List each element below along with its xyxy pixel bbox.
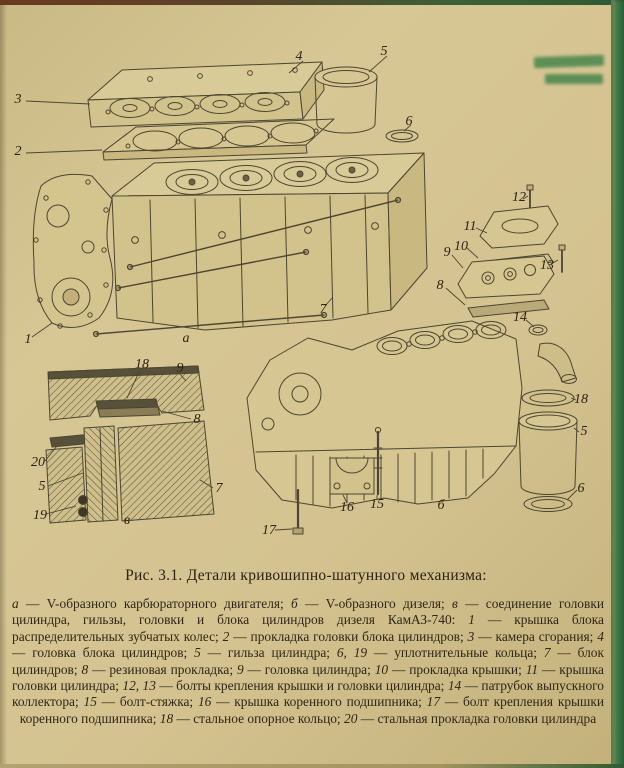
callout-label-a: а: [182, 331, 190, 346]
callout-8c: 8: [193, 412, 201, 427]
legend-item: в — соединение головки цилиндра, гильзы,…: [12, 596, 604, 628]
callout-14: 14: [513, 310, 527, 325]
callout-12: 12: [512, 190, 526, 205]
legend-item: 2 — прокладка головки блока цилиндров;: [222, 628, 468, 644]
callout-11: 11: [463, 219, 477, 234]
legend-item: 7 — блок цилиндров;: [12, 645, 605, 677]
legend-item: 17 — болт крепления крышки коренного под…: [19, 694, 605, 726]
cylinder-block-part: [111, 152, 428, 331]
callout-18c: 18: [135, 357, 149, 372]
timing-cover-part: [32, 173, 114, 329]
page-edge-bottom: [0, 764, 624, 768]
cylinder-liner-part: [314, 66, 419, 143]
head-gasket-part: [102, 118, 335, 161]
page-edge-left: [0, 0, 7, 768]
callout-17: 17: [262, 523, 276, 538]
legend-item: 9 — головка цилиндра;: [236, 661, 375, 677]
callout-5b: 5: [580, 424, 588, 439]
callout-3: 3: [14, 92, 22, 107]
legend-item: 11 — крышка головки цилиндра;: [12, 661, 605, 694]
callout-1: 1: [24, 332, 32, 347]
legend-item: 6, 19 — уплотнительные кольца;: [336, 645, 544, 661]
callout-18b: 18: [574, 392, 588, 407]
callout-9b: 9: [443, 245, 451, 260]
legend-item: 4 — головка блока цилиндров;: [12, 628, 604, 661]
callout-7c: 7: [215, 481, 223, 496]
callout-6a: 6: [405, 114, 413, 129]
callout-19: 19: [33, 508, 47, 523]
callout-5c: 5: [38, 479, 46, 494]
callout-20: 20: [31, 455, 45, 470]
callout-10: 10: [454, 239, 468, 254]
page-edge-top: [0, 0, 624, 5]
leader-lines: [25, 55, 580, 531]
callout-5a: 5: [380, 44, 388, 59]
callout-8b: 8: [436, 278, 444, 293]
callout-9c: 9: [176, 361, 184, 376]
callout-13: 13: [540, 258, 554, 273]
page-edge-right: [611, 0, 624, 768]
figure-legend: а — V-образного карбюраторного двигателя…: [12, 596, 604, 727]
liner-column-part: [518, 389, 578, 512]
callout-16: 16: [340, 500, 354, 515]
legend-item: 10 — прокладка крышки;: [374, 661, 526, 677]
legend-item: 20 — стальная прокладка головки цилиндра: [344, 710, 597, 726]
legend-item: 3 — камера сгорания;: [467, 628, 598, 644]
callout-15: 15: [370, 497, 384, 512]
figure-caption: Рис. 3.1. Детали кривошипно-шатунного ме…: [125, 567, 487, 584]
callout-2: 2: [14, 144, 22, 159]
legend-item: 16 — крышка коренного подшипника;: [197, 694, 427, 710]
callout-7a: 7: [319, 302, 327, 317]
callout-label-b: б: [437, 498, 445, 513]
legend-item: 8 — резиновая прокладка;: [81, 661, 237, 677]
legend-item: а — V-образного карбюраторного двигателя…: [12, 596, 292, 611]
callout-label-v: в: [123, 513, 131, 528]
legend-item: 12, 13 — болты крепления крышки и головк…: [122, 678, 448, 694]
cross-section: [45, 365, 215, 524]
tie-studs: [92, 196, 402, 338]
legend-item: 5 — гильза цилиндра;: [194, 645, 337, 661]
callout-6b: 6: [577, 481, 585, 496]
legend-item: б — V-образного дизеля;: [291, 596, 453, 611]
legend-item: 18 — стальное опорное кольцо;: [159, 710, 344, 726]
engine-diagram-artwork: [25, 55, 580, 535]
cylinder-head-part: [87, 61, 325, 128]
bearing-cap-part: [292, 426, 383, 535]
bleed-through-text: [545, 74, 603, 84]
callout-4: 4: [295, 49, 303, 64]
legend-item: 15 — болт-стяжка;: [83, 694, 198, 710]
legend-item: 14 — патрубок выпускного коллектора;: [12, 678, 604, 710]
legend-item: 1 — крышка блока распределительных зубча…: [12, 612, 604, 644]
diesel-block-part: [246, 320, 523, 509]
cylinder-head-cluster: [457, 184, 577, 384]
